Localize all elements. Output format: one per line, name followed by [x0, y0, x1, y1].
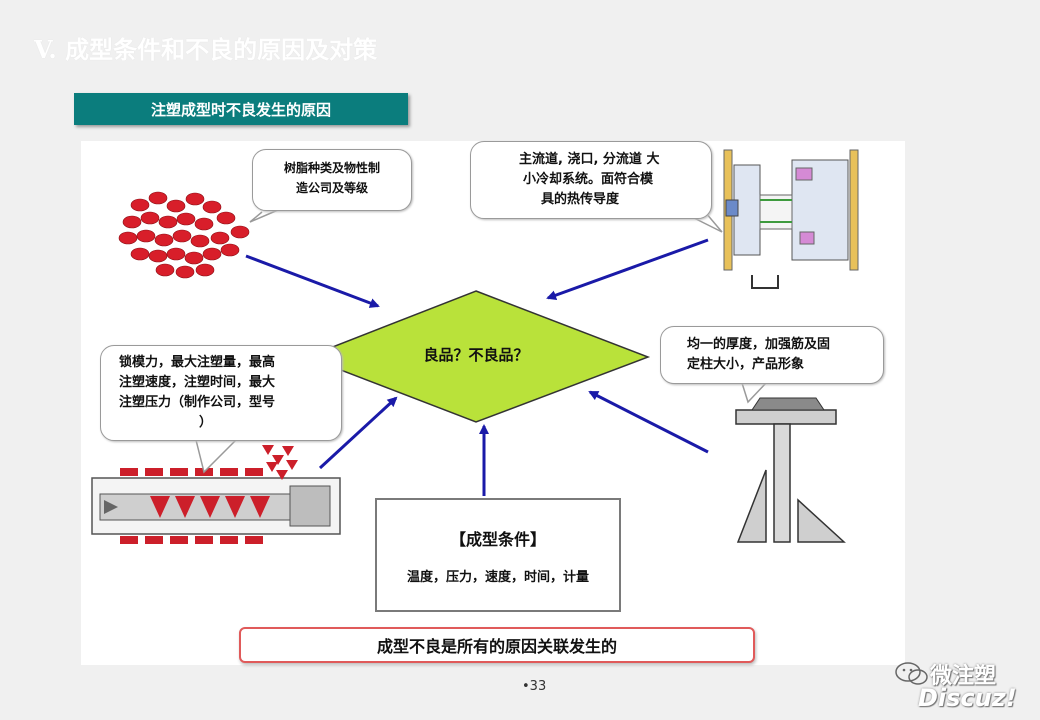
resin-callout-line-1: 树脂种类及物性制	[283, 161, 380, 175]
mold-drawing-image	[723, 149, 859, 289]
quality-diamond	[304, 290, 651, 423]
mold-callout-line-2: 小冷却系统。面符合模	[523, 172, 654, 187]
callout-tail-machine	[195, 439, 237, 474]
arrow-machine	[318, 396, 398, 470]
machine-callout-line-1: 锁模力，最大注塑量，最高	[119, 355, 276, 370]
resin-callout-line-2: 造公司及等级	[295, 181, 368, 195]
mold-callout-line-3: 具的热传导度	[541, 192, 620, 207]
mold-callout-line-1: 主流道, 浇口, 分流道 大	[519, 152, 660, 167]
arrow-resin	[245, 254, 380, 308]
machine-callout-line-4: ）	[199, 415, 213, 430]
diamond-label: 良品？不良品？	[423, 346, 529, 364]
molding-conditions-title: 【成型条件】	[449, 530, 546, 549]
product-drawing-image	[735, 397, 846, 543]
callout-tail-product	[741, 382, 767, 404]
arrow-product	[588, 390, 709, 454]
product-callout-line-2: 定柱大小，产品形象	[687, 357, 805, 372]
machine-callout: 锁模力，最大注塑量，最高 注塑速度，注塑时间，最大 注塑压力（制作公司，型号 ）	[100, 345, 342, 441]
callout-tail-resin	[249, 209, 279, 223]
molding-conditions-list: 温度，压力，速度，时间，计量	[406, 570, 589, 585]
machine-callout-line-2: 注塑速度，注塑时间，最大	[119, 375, 276, 390]
watermark-name: 微注塑	[930, 664, 997, 689]
section-title-bar: 注塑成型时不良发生的原因	[74, 93, 408, 125]
product-callout: 均一的厚度，加强筋及固 定柱大小，产品形象	[660, 326, 884, 384]
resin-pellets-image	[118, 191, 250, 279]
slide-title: V. 成型条件和不良的原因及对策	[34, 35, 378, 64]
watermark-brand: Discuz!	[918, 684, 1017, 712]
page-number: •33	[522, 679, 547, 694]
mold-callout: 主流道, 浇口, 分流道 大 小冷却系统。面符合模 具的热传导度	[470, 141, 712, 219]
summary-statement: 成型不良是所有的原因关联发生的	[239, 627, 755, 663]
watermark: 微注塑 Discuz!	[892, 656, 1032, 716]
wechat-icon	[895, 662, 928, 685]
machine-callout-line-3: 注塑压力（制作公司，型号	[119, 395, 276, 410]
product-callout-line-1: 均一的厚度，加强筋及固	[687, 337, 831, 352]
resin-callout: 树脂种类及物性制 造公司及等级	[252, 149, 412, 211]
molding-conditions-box: 【成型条件】 温度，压力，速度，时间，计量	[375, 498, 621, 612]
injection-unit-image	[91, 445, 341, 544]
arrow-mold	[546, 238, 709, 300]
